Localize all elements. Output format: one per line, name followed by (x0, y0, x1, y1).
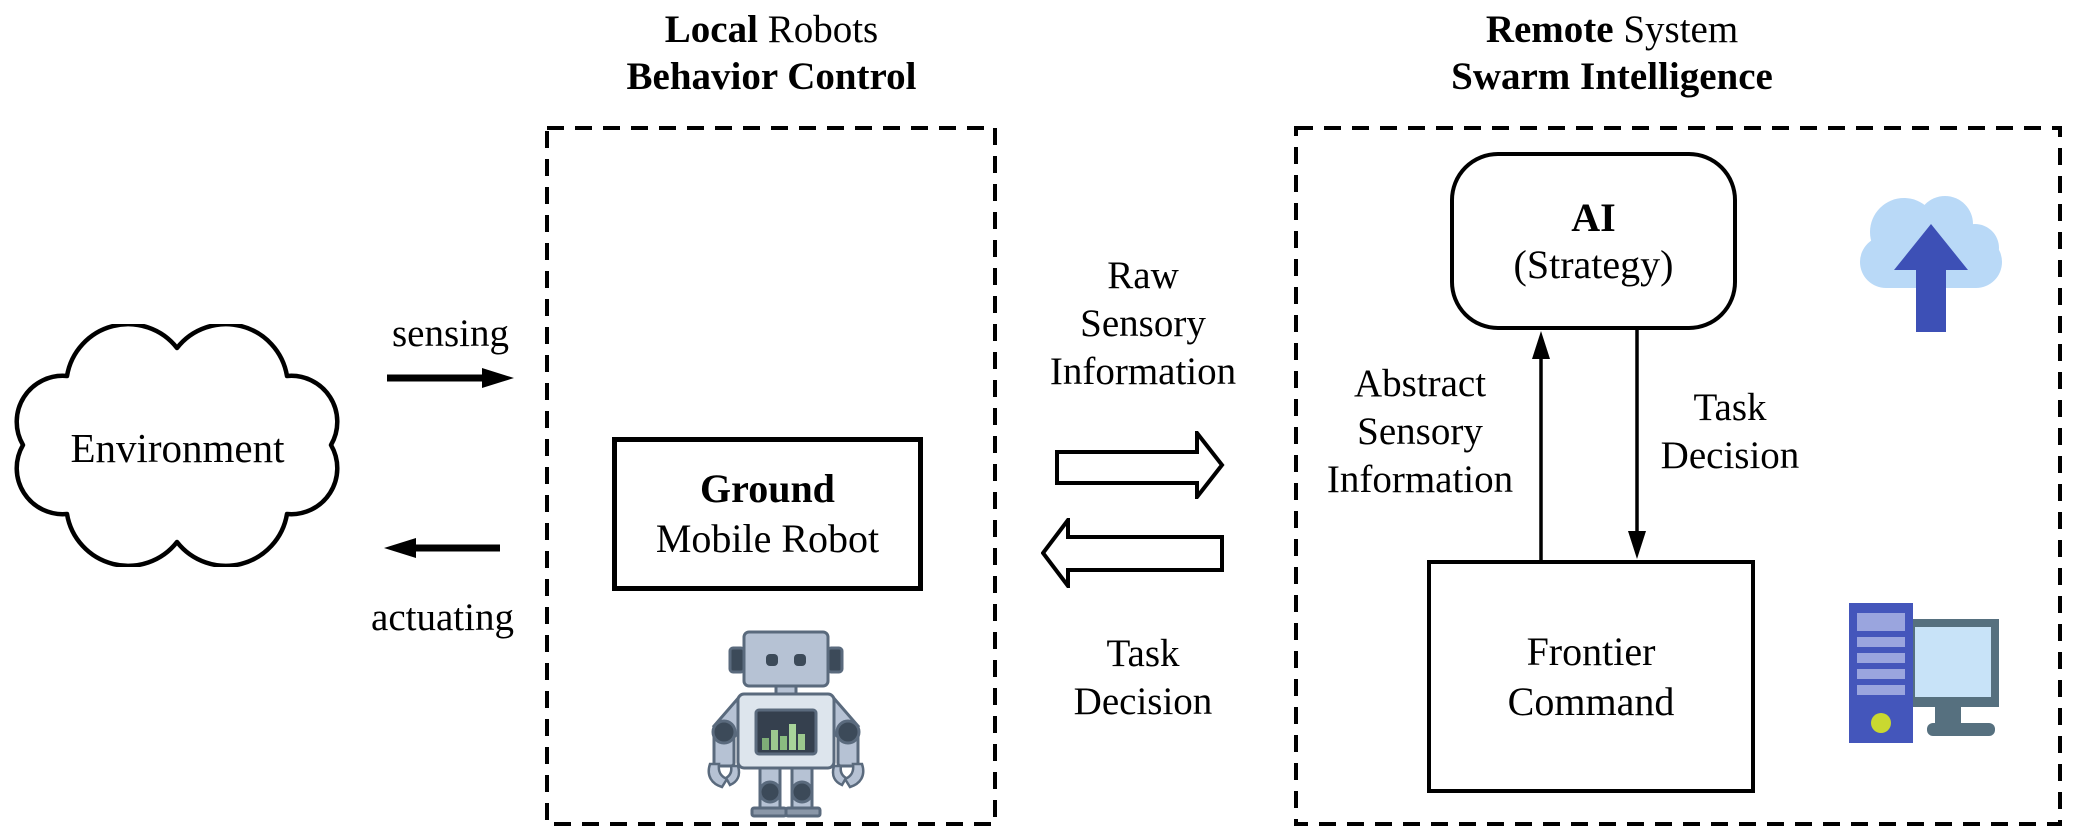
sensing-arrow (387, 368, 514, 388)
ai-strategy-box: AI (Strategy) (1450, 152, 1737, 330)
ground-label-line1: Ground (700, 466, 835, 511)
environment-cloud-shape (14, 324, 340, 567)
local-title-line1: Local Robots (547, 6, 996, 53)
actuating-arrow (384, 538, 500, 558)
local-title-emph: Local (664, 8, 758, 51)
raw-label-line3: Information (1049, 350, 1237, 393)
raw-sensory-information-label: Raw Sensory Information (1018, 252, 1268, 396)
local-title-rest: Robots (757, 8, 879, 51)
abstract-line3: Information (1326, 458, 1514, 501)
mid-task-line2: Decision (1073, 680, 1213, 723)
remote-task-decision-label: Task Decision (1629, 384, 1831, 480)
raw-label-line2: Sensory (1080, 302, 1206, 345)
environment-node: Environment (5, 324, 350, 567)
robot-icon (707, 630, 865, 818)
cloud-upload-icon (1860, 196, 2002, 332)
remote-task-line2: Decision (1660, 434, 1800, 477)
actuating-label: actuating (371, 596, 514, 639)
remote-title-emph: Remote (1485, 8, 1614, 51)
local-title-line2: Behavior Control (626, 55, 917, 98)
mid-task-decision-label: Task Decision (1018, 630, 1268, 726)
block-arrow-to-remote (1055, 431, 1225, 499)
desktop-computer-icon (1849, 603, 1999, 743)
remote-section-title: Remote System Swarm Intelligence (1292, 6, 1932, 100)
abstract-sensory-label: Abstract Sensory Information (1298, 360, 1542, 504)
remote-title-line2: Swarm Intelligence (1451, 55, 1773, 98)
ground-mobile-robot-box: Ground Mobile Robot (612, 437, 923, 591)
remote-task-line1: Task (1693, 386, 1767, 429)
ground-label-line2: Mobile Robot (655, 516, 880, 561)
sensing-label: sensing (392, 312, 509, 355)
ai-label: AI (1571, 195, 1616, 240)
remote-title-rest: System (1613, 8, 1739, 51)
frontier-command-box: Frontier Command (1427, 560, 1755, 793)
environment-label: Environment (70, 425, 285, 471)
task-decision-down-arrow (1628, 330, 1646, 559)
ai-sublabel: (Strategy) (1513, 242, 1674, 287)
remote-title-line1: Remote System (1292, 6, 1932, 53)
frontier-line2: Command (1507, 678, 1675, 724)
abstract-line1: Abstract (1353, 362, 1487, 405)
local-section-title: Local Robots Behavior Control (547, 6, 996, 100)
frontier-line1: Frontier (1526, 628, 1656, 674)
local-dashed-box (545, 126, 997, 826)
block-arrow-to-local (1041, 518, 1224, 588)
abstract-sensory-up-arrow (1532, 331, 1550, 560)
raw-label-line1: Raw (1107, 254, 1179, 297)
abstract-line2: Sensory (1357, 410, 1483, 453)
mid-task-line1: Task (1106, 632, 1180, 675)
